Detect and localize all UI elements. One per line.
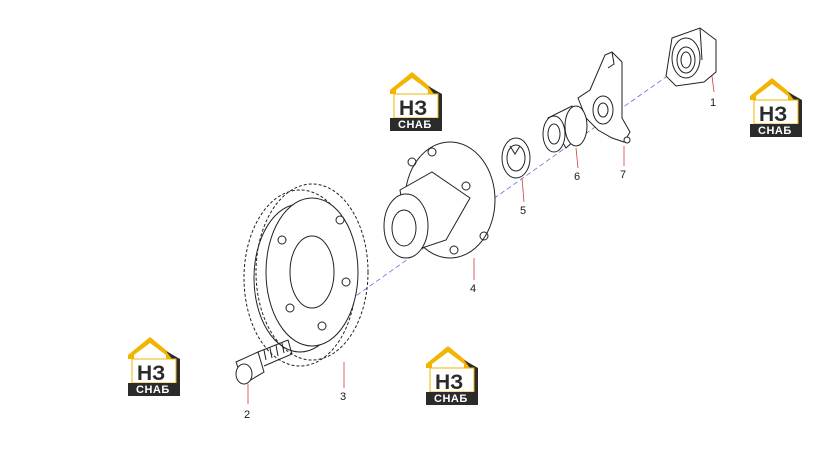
part-1-nut[interactable] [665, 27, 717, 87]
part-2-bolt[interactable] [235, 339, 293, 385]
part-6-bushing[interactable] [542, 105, 588, 153]
callout-3: 3 [340, 391, 346, 403]
logo-sub-text: СНАБ [434, 393, 468, 405]
callout-2: 2 [244, 409, 250, 421]
assembly-axis [349, 59, 691, 301]
logo-sub-text: СНАБ [758, 125, 792, 137]
part-4-hub[interactable] [383, 141, 496, 259]
logo-main-text: НЗ [137, 362, 165, 385]
logo-main-text: НЗ [759, 103, 787, 126]
watermark-logo-right: НЗ СНАБ [749, 77, 803, 138]
leader-lines [247, 75, 715, 404]
callout-1: 1 [710, 97, 716, 109]
part-7-fork[interactable] [577, 51, 631, 144]
callout-5: 5 [520, 205, 526, 217]
watermark-logo-bottom-left: НЗ СНАБ [127, 336, 181, 397]
part-3-gear[interactable] [243, 183, 369, 367]
logo-sub-text: СНАБ [398, 119, 432, 131]
callout-6: 6 [574, 171, 580, 183]
logo-main-text: НЗ [435, 371, 463, 394]
callout-7: 7 [620, 169, 626, 181]
part-5-circlip[interactable] [501, 137, 531, 179]
callout-4: 4 [470, 283, 476, 295]
logo-main-text: НЗ [399, 97, 427, 120]
watermark-logo-top-center: НЗ СНАБ [389, 71, 443, 132]
watermark-logo-bottom-center: НЗ СНАБ [425, 345, 479, 406]
logo-sub-text: СНАБ [136, 384, 170, 396]
